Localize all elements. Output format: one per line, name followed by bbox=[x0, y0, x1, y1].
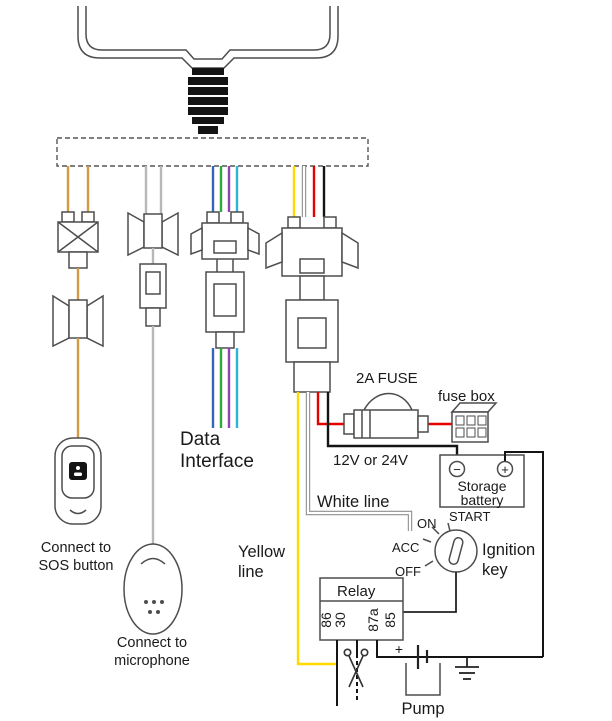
main-connector-upper bbox=[265, 216, 359, 277]
sos-button bbox=[54, 437, 102, 525]
ignition-key: ON START ACC OFF Ignition key bbox=[392, 509, 535, 613]
sos-button-icon bbox=[74, 466, 82, 476]
relay-pin-86: 86 bbox=[318, 612, 334, 628]
battery-minus-sign: − bbox=[453, 462, 461, 477]
sos-button-key bbox=[69, 462, 87, 480]
microphone-body bbox=[123, 543, 183, 635]
relay-pin-85: 85 bbox=[382, 612, 398, 628]
fuse-assembly: 2A FUSE bbox=[343, 370, 429, 439]
main-connector-lower bbox=[285, 299, 339, 393]
red-wire-to-fuse bbox=[316, 392, 346, 426]
ignition-pos-on: ON bbox=[417, 516, 437, 531]
fuse-box-top bbox=[450, 402, 498, 413]
pump-supply-line bbox=[376, 640, 543, 658]
main-connector-neck bbox=[299, 275, 325, 301]
mic-connector-female bbox=[127, 211, 179, 257]
yellow-line-label-line2: line bbox=[238, 563, 264, 581]
mic-label-line1: Connect to bbox=[117, 635, 187, 651]
relay-pin-87a: 87a bbox=[365, 608, 381, 632]
sos-label-line2: SOS button bbox=[39, 558, 114, 574]
relay-box bbox=[319, 577, 404, 641]
relay-label: Relay bbox=[337, 583, 376, 600]
battery-positive-feed-wire bbox=[504, 451, 544, 657]
ignition-pos-start: START bbox=[449, 509, 490, 524]
microphone-branch: Connect to microphone bbox=[114, 166, 190, 669]
ignition-position-ticks bbox=[422, 522, 451, 567]
tracker-device bbox=[77, 6, 339, 69]
battery-label-line1: Storage bbox=[457, 478, 506, 494]
data-interface-label-line1: Data bbox=[180, 429, 221, 450]
battery-plus-sign: + bbox=[501, 462, 509, 477]
fuse-body bbox=[353, 409, 419, 439]
pump-label: Pump bbox=[401, 700, 444, 718]
white-line-wire bbox=[306, 392, 412, 531]
fuse-clip bbox=[363, 392, 413, 411]
ignition-to-relay-wire bbox=[403, 572, 457, 613]
device-outline-inner bbox=[85, 6, 331, 60]
relay-pin-30: 30 bbox=[332, 612, 348, 628]
battery-minus-terminal bbox=[448, 460, 466, 478]
relay: Relay 86 30 87a 85 bbox=[318, 577, 404, 641]
ground-icon bbox=[455, 657, 479, 680]
data-interface-label-line2: Interface bbox=[180, 451, 254, 472]
data-connector-lower bbox=[205, 271, 245, 349]
yellow-line-label-line1: Yellow bbox=[238, 543, 285, 561]
fuse-left-cap bbox=[343, 413, 355, 435]
data-interface-branch: Data Interface bbox=[180, 166, 260, 472]
ignition-pos-off: OFF bbox=[395, 564, 421, 579]
fuse-box-label: fuse box bbox=[438, 388, 495, 405]
sos-label-line1: Connect to bbox=[41, 540, 111, 556]
white-line-label: White line bbox=[317, 493, 389, 511]
storage-battery: − + Storage battery bbox=[439, 454, 525, 508]
ignition-label-line2: key bbox=[482, 561, 508, 579]
fuse-right-cap bbox=[417, 415, 429, 433]
pump-plus-label: + bbox=[395, 641, 403, 657]
main-harness-branch bbox=[265, 166, 459, 666]
pump-body bbox=[405, 663, 441, 696]
ignition-pos-acc: ACC bbox=[392, 540, 419, 555]
mic-label-line2: microphone bbox=[114, 653, 190, 669]
fuse-label: 2A FUSE bbox=[356, 370, 418, 387]
battery-label-line2: battery bbox=[461, 492, 504, 508]
mic-connector-male bbox=[139, 263, 167, 327]
fuse-box: fuse box bbox=[438, 388, 498, 443]
pump-circuit: + Pump bbox=[395, 641, 479, 718]
sos-connector-male bbox=[57, 211, 99, 269]
harness-junction-box bbox=[56, 137, 369, 167]
mic-grille-holes bbox=[144, 600, 164, 614]
sos-branch: Connect to SOS button bbox=[39, 166, 114, 574]
sos-connector-female bbox=[52, 294, 104, 348]
yellow-line-wire bbox=[296, 392, 337, 666]
data-connector-stubs bbox=[216, 259, 234, 272]
battery-plus-terminal bbox=[496, 460, 514, 478]
fuse-box-cells bbox=[455, 415, 487, 438]
data-connector-upper bbox=[190, 211, 260, 260]
black-wire-to-battery-minus bbox=[326, 392, 459, 461]
ignition-key-slot bbox=[448, 537, 464, 565]
scissors-icon bbox=[343, 648, 369, 688]
ignition-label-line1: Ignition bbox=[482, 541, 535, 559]
voltage-label: 12V or 24V bbox=[333, 452, 408, 469]
device-cable-connector bbox=[188, 68, 228, 134]
